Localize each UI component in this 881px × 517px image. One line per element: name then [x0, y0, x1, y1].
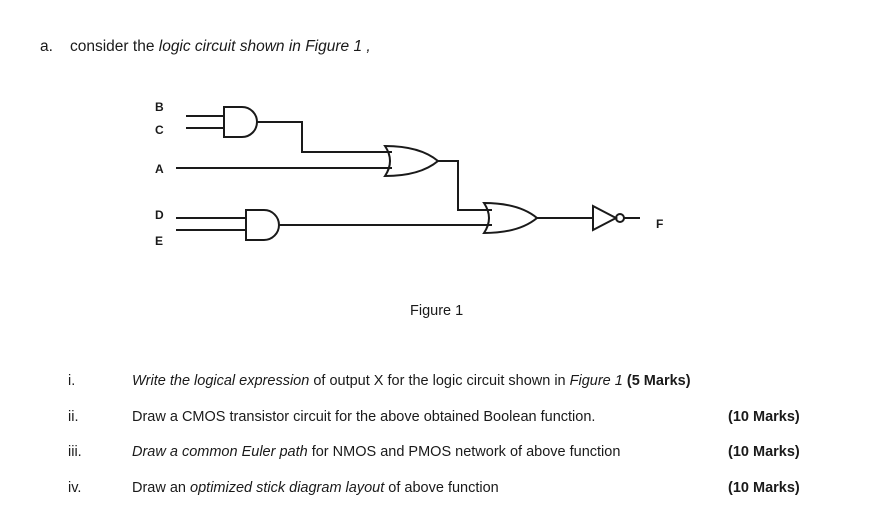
or-gate-2	[482, 201, 539, 235]
or-gate-1	[383, 144, 440, 178]
question-intro: consider the	[70, 38, 159, 55]
item-text: Draw a common Euler path for NMOS and PM…	[132, 444, 621, 460]
item-text: Draw an optimized stick diagram layout o…	[132, 480, 499, 496]
figure-caption: Figure 1	[410, 303, 464, 319]
wire-and1-to-or1	[257, 121, 392, 153]
and-gate-2	[245, 209, 280, 241]
input-label-b: B	[155, 100, 164, 114]
input-label-e: E	[155, 234, 163, 248]
input-label-d: D	[155, 208, 164, 222]
list-item-i: i. Write the logical expression of outpu…	[0, 373, 881, 395]
question-intro-italic: logic circuit shown in Figure 1 ,	[158, 38, 371, 55]
item-text: Draw a CMOS transistor circuit for the a…	[132, 409, 596, 425]
item-number: iv.	[68, 480, 82, 496]
wire-or1-to-or2	[438, 160, 492, 211]
output-label-f: F	[656, 217, 663, 231]
logic-circuit-figure: B C A D E F	[155, 100, 663, 248]
item-number: iii.	[68, 444, 82, 460]
list-item-iv: iv. Draw an optimized stick diagram layo…	[0, 480, 881, 502]
question-heading: a. consider the logic circuit shown in Fi…	[40, 38, 371, 56]
input-label-a: A	[155, 162, 164, 176]
item-marks: (5 Marks)	[626, 373, 691, 389]
item-number: i.	[68, 373, 76, 389]
item-marks: (10 Marks)	[728, 409, 800, 425]
item-marks: (10 Marks)	[728, 444, 800, 460]
item-text: Write the logical expression of output X…	[132, 373, 691, 389]
item-marks: (10 Marks)	[728, 480, 800, 496]
list-item-iii: iii. Draw a common Euler path for NMOS a…	[0, 444, 881, 466]
item-number: ii.	[68, 409, 79, 425]
input-label-c: C	[155, 123, 164, 137]
list-item-ii: ii. Draw a CMOS transistor circuit for t…	[0, 409, 881, 431]
not-gate	[592, 204, 619, 232]
question-letter: a.	[40, 38, 53, 55]
and-gate-1	[223, 106, 258, 138]
